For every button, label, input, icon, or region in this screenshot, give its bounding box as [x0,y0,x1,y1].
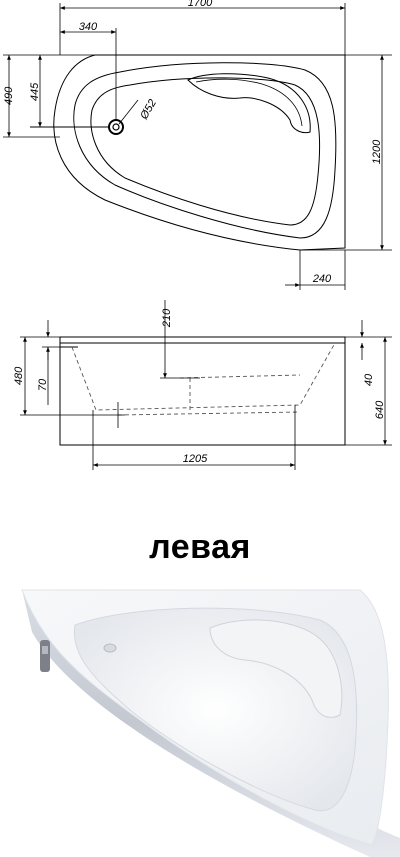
dim-340 [60,28,117,120]
tub-bowl-outer [73,62,337,239]
dim-1200 [300,54,392,251]
dim-445-label: 445 [29,82,41,101]
dim-70 [42,320,72,405]
dim-240-label: 240 [312,273,332,285]
technical-drawing: Ø52 1700 340 490 445 1200 240 [3,0,392,470]
dim-240 [285,250,346,290]
dim-1205 [92,402,296,470]
tub-outer-rim [53,54,346,251]
dim-210-label: 210 [161,308,173,328]
dim-480 [20,336,125,416]
dim-210 [160,300,200,379]
dim-1700-label: 1700 [188,0,213,9]
tub-drain-photo [103,643,117,653]
side-view [59,336,346,446]
dim-1200-label: 1200 [371,139,383,164]
tub-seat-photo [209,619,343,718]
dim-70-label: 70 [37,378,49,391]
dim-640 [345,336,392,446]
dim-640-label: 640 [374,400,386,419]
dim-480-label: 480 [13,366,25,385]
variant-caption: левая [149,528,251,566]
drain-symbol [30,99,139,135]
dim-490-label: 490 [3,86,15,105]
side-view-hidden-lines [71,342,336,416]
dim-1700 [59,3,346,55]
dim-340-label: 340 [79,21,98,33]
bathtub-photo [21,589,400,857]
drain-diameter-label: Ø52 [138,97,159,122]
dim-40-label: 40 [363,373,375,386]
dim-1205-label: 1205 [183,453,208,465]
top-view [53,54,346,251]
dim-490 [3,54,95,138]
tub-seat-inner [195,78,303,127]
tub-bowl-inner [90,77,321,226]
overflow-fitting-highlight [42,646,48,654]
overflow-fitting [40,640,50,672]
tub-seat [187,73,311,134]
